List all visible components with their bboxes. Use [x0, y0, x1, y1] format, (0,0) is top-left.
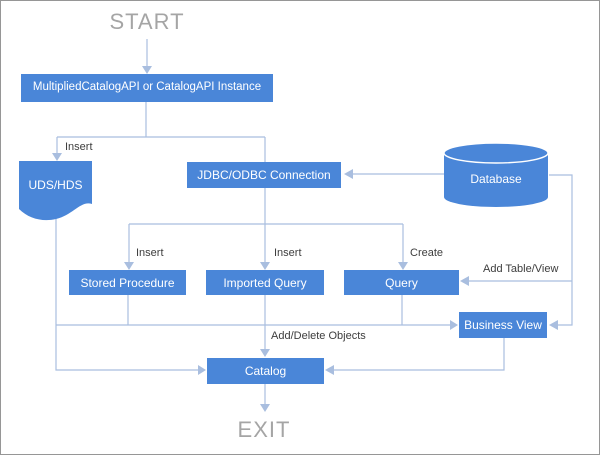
arrowhead-into-imported-query	[260, 262, 270, 270]
label-insert-imported-query: Insert	[274, 247, 302, 259]
label-add-delete-objects: Add/Delete Objects	[271, 330, 366, 342]
arrowhead-into-jdbc-right	[344, 169, 353, 179]
arrowhead-into-query-top	[398, 262, 408, 270]
arrowhead-into-main	[142, 66, 152, 74]
arrowhead-into-catalog-left	[198, 365, 206, 375]
edge-main-branch	[57, 102, 265, 138]
arrowhead-into-exit	[260, 404, 270, 412]
arrowhead-into-stored-procedure	[124, 262, 134, 270]
node-query: Query	[344, 270, 459, 295]
edge-uds-to-catalog	[55, 217, 198, 371]
node-imported-query: Imported Query	[206, 270, 324, 295]
node-catalog: Catalog	[207, 358, 324, 384]
label-insert-uds: Insert	[65, 141, 93, 153]
label-add-table-view: Add Table/View	[483, 263, 559, 275]
arrowhead-into-business-view-left	[450, 320, 458, 330]
edge-database-right-rail	[549, 174, 573, 326]
document-shape-uds-hds	[19, 161, 92, 221]
node-stored-procedure: Stored Procedure	[69, 270, 186, 295]
database-cylinder-top	[443, 142, 549, 164]
arrowhead-into-catalog-right	[325, 365, 334, 375]
arrowhead-into-query-right	[460, 276, 469, 286]
edge-business-view-to-catalog	[334, 338, 505, 371]
node-catalogapi-instance: MultipliedCatalogAPI or CatalogAPI Insta…	[21, 74, 273, 102]
label-insert-stored-procedure: Insert	[136, 247, 164, 259]
node-jdbc-odbc-connection: JDBC/ODBC Connection	[187, 162, 341, 188]
node-business-view: Business View	[459, 312, 547, 338]
start-terminal: START	[109, 9, 185, 34]
node-database-label: Database	[470, 172, 522, 186]
exit-terminal: EXIT	[237, 417, 291, 442]
arrowhead-into-uds	[52, 153, 62, 161]
arrowhead-into-business-view-right	[549, 320, 558, 330]
arrowhead-into-catalog-top	[260, 349, 270, 357]
node-uds-hds-label: UDS/HDS	[28, 178, 83, 192]
edge-jdbc-branch	[129, 188, 403, 262]
label-create-query: Create	[410, 247, 444, 259]
